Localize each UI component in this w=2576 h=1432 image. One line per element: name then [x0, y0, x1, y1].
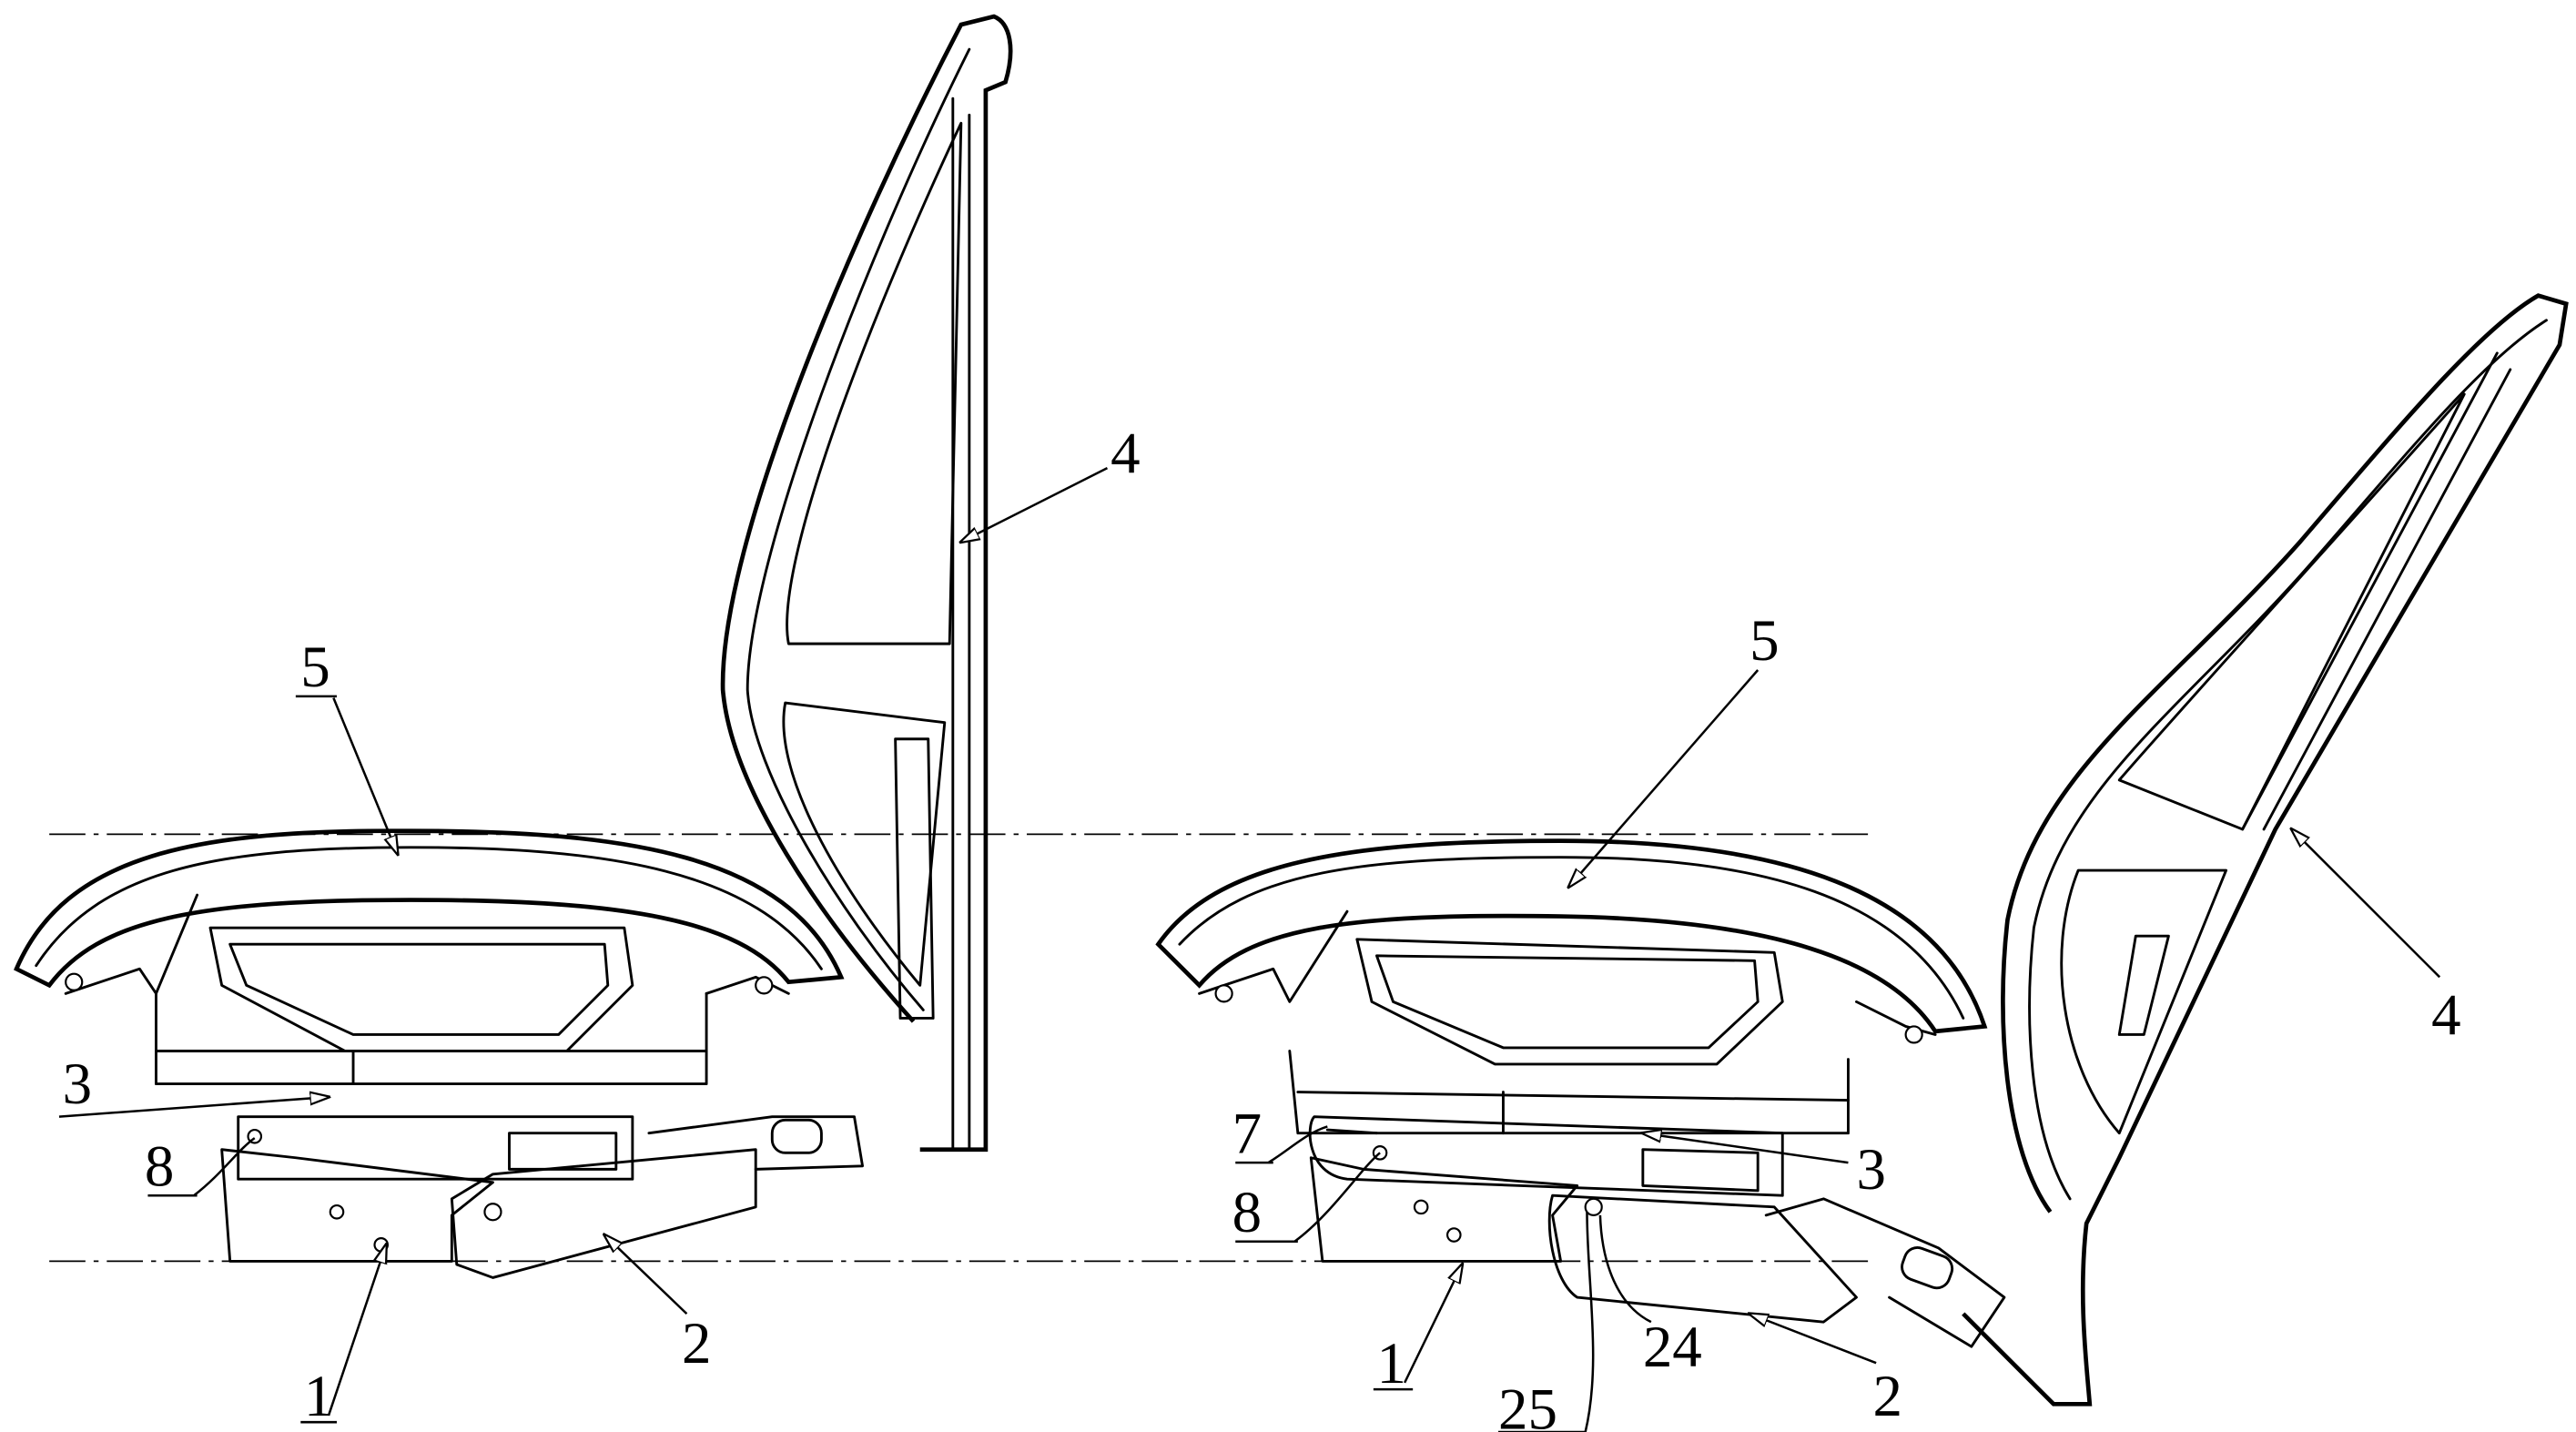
label-1: 1 [304, 1364, 333, 1429]
label-5: 5 [300, 635, 330, 700]
label-2: 2 [682, 1311, 711, 1376]
right-base-bracket [1311, 1158, 1577, 1262]
left-bracket-2 [451, 1117, 862, 1278]
left-seat-cushion [16, 831, 841, 1051]
left-callouts: 4 5 3 8 1 2 [59, 421, 1141, 1429]
right-callouts: 5 4 7 8 3 1 25 24 2 [1232, 608, 2461, 1432]
left-seat-pan [156, 993, 706, 1083]
left-seat-view [16, 16, 1010, 1277]
right-seat-cushion [1158, 841, 1984, 1064]
label-25: 25 [1498, 1376, 1557, 1432]
label-7: 7 [1232, 1101, 1262, 1166]
label-2: 2 [1873, 1364, 1902, 1429]
label-3: 3 [63, 1051, 92, 1117]
label-3: 3 [1856, 1137, 1885, 1203]
label-8: 8 [145, 1133, 174, 1199]
left-slide-rail [238, 1117, 633, 1180]
right-seat-view [1158, 296, 2566, 1405]
right-backrest [1963, 296, 2566, 1405]
label-8: 8 [1232, 1180, 1262, 1245]
label-1: 1 [1376, 1331, 1405, 1396]
label-5: 5 [1749, 608, 1779, 674]
label-4: 4 [1111, 421, 1140, 487]
label-24: 24 [1643, 1315, 1702, 1380]
label-4: 4 [2431, 982, 2460, 1048]
